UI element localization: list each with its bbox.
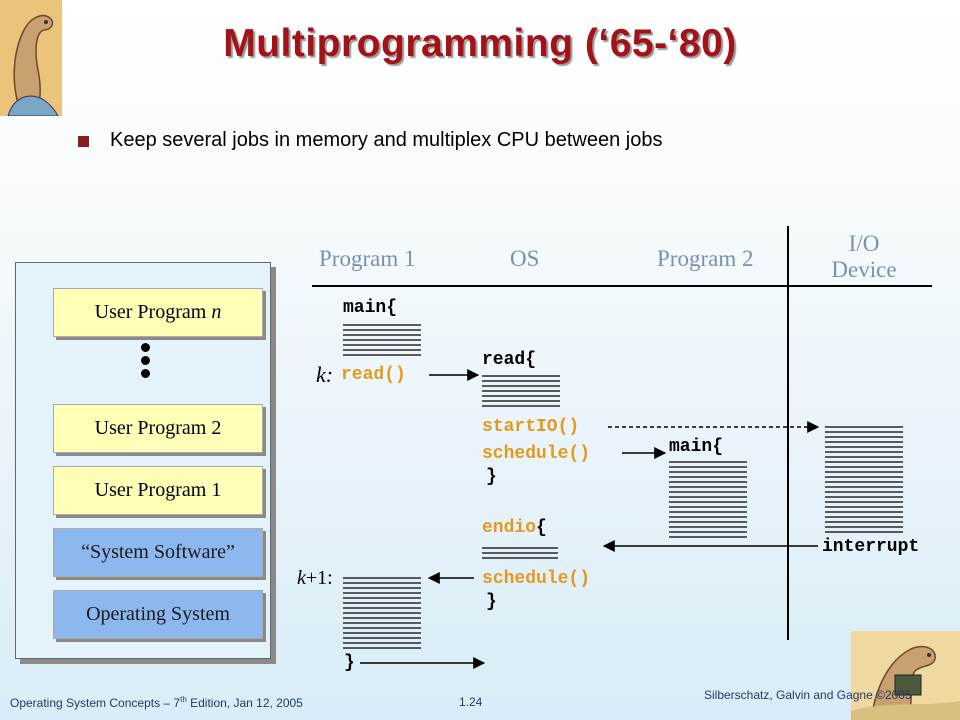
footer-sup: th [180,695,187,704]
os-endio-name: endio [482,518,537,538]
user-program-2-box: User Program 2 [53,404,263,453]
stripes-os-endio [482,547,558,559]
os-startio-call: startIO() [482,417,580,437]
os-schedule-call-1: schedule() [482,444,591,464]
user-program-1-box: User Program 1 [53,466,263,515]
os-endio-label: endio{ [482,518,547,538]
p2-main-label: main{ [669,437,724,457]
k-plus-1-label: k+1: [297,567,333,589]
header-io-device: I/O Device [824,231,904,283]
os-read-label: read{ [482,350,537,370]
header-io-line1: I/O [848,231,880,256]
footer-edition: Edition, Jan 12, 2005 [186,696,303,710]
os-endio-close-brace: } [486,592,497,612]
os-schedule-call-2: schedule() [482,569,591,589]
stripes-p2-main [669,461,747,538]
bullet-square-icon [78,136,89,147]
header-io-line2: Device [831,257,897,282]
dinosaur-logo-icon [0,0,62,116]
stripes-io-device [825,426,903,533]
user-program-n-box: User Program n [53,288,263,337]
header-os: OS [510,246,540,271]
p1-read-call: read() [341,365,406,385]
dinosaur-computer-icon [851,631,960,720]
stripes-os-read [482,375,560,407]
os-read-close-brace: } [486,467,497,487]
memory-layout-panel: User Program n User Program 2 User Progr… [15,262,271,659]
footer-right: Silberschatz, Galvin and Gagne ©2005 [704,688,912,702]
p1-main-label: main{ [343,298,398,318]
stripes-p1-resume [343,577,421,649]
footer-page-number: 1.24 [459,695,483,709]
slide-title: Multiprogramming (‘65-‘80) [223,22,737,65]
bullet-text: Keep several jobs in memory and multiple… [110,129,663,151]
p1-close-brace: } [344,653,355,673]
ellipsis-dots [133,343,157,378]
stripes-p1-main [343,324,421,356]
os-endio-brace: { [536,518,547,538]
footer-book-title: Operating System Concepts – 7 [10,696,181,710]
k-label: k: [316,362,334,387]
header-program1: Program 1 [319,246,416,271]
system-software-box: “System Software” [53,528,263,577]
interrupt-label: interrupt [822,537,920,557]
header-program2: Program 2 [657,246,754,271]
user-program-n-label: User Program n [94,301,222,323]
operating-system-box: Operating System [53,590,263,639]
footer-left: Operating System Concepts – 7th Edition,… [10,695,303,710]
